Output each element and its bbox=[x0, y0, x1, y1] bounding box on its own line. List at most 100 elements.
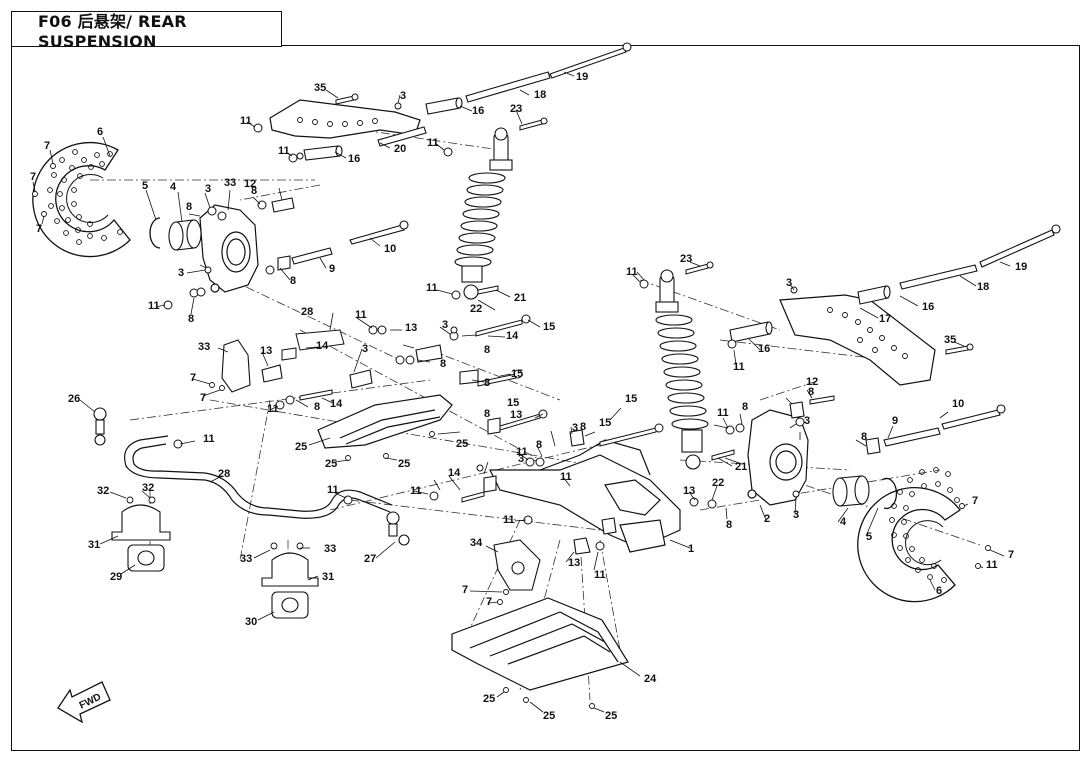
part-callout-8: 8 bbox=[536, 439, 542, 451]
part-callout-8: 8 bbox=[808, 386, 814, 398]
part-callout-19: 19 bbox=[576, 71, 588, 83]
part-callout-25: 25 bbox=[398, 458, 410, 470]
part-callout-33: 33 bbox=[324, 543, 336, 555]
part-callout-16: 16 bbox=[758, 343, 770, 355]
stabilizer-bar bbox=[124, 435, 393, 519]
part-callout-15: 15 bbox=[507, 397, 519, 409]
part-callout-22: 22 bbox=[470, 303, 482, 315]
part-callout-6: 6 bbox=[936, 585, 942, 597]
part-callout-3: 3 bbox=[793, 509, 799, 521]
part-callout-3: 3 bbox=[518, 453, 524, 465]
part-callout-27: 27 bbox=[364, 553, 376, 565]
part-callout-18: 18 bbox=[534, 89, 546, 101]
bushings bbox=[261, 97, 891, 555]
title-box: F06 后悬架/ REAR SUSPENSION bbox=[11, 11, 282, 51]
skid-plate-upper bbox=[317, 394, 453, 449]
part-callout-21: 21 bbox=[514, 292, 526, 304]
part-callout-22: 22 bbox=[712, 477, 724, 489]
part-callout-8: 8 bbox=[726, 519, 732, 531]
part-callout-3: 3 bbox=[205, 183, 211, 195]
part-callout-5: 5 bbox=[142, 180, 148, 192]
part-callout-25: 25 bbox=[605, 710, 617, 722]
circlip-right bbox=[881, 477, 898, 510]
part-callout-11: 11 bbox=[410, 485, 422, 497]
part-callout-24: 24 bbox=[644, 673, 657, 685]
part-callout-29: 29 bbox=[110, 571, 122, 583]
part-callout-33: 33 bbox=[198, 341, 210, 353]
part-callout-7: 7 bbox=[44, 140, 50, 152]
part-callout-8: 8 bbox=[742, 401, 748, 413]
wheel-bearing-right bbox=[832, 475, 870, 507]
part-callout-3: 3 bbox=[442, 319, 448, 331]
shock-absorber-left bbox=[454, 127, 513, 300]
part-callout-15: 15 bbox=[543, 321, 555, 333]
brake-disc-left bbox=[32, 141, 131, 258]
upper-arm-left bbox=[269, 99, 421, 139]
part-callout-11: 11 bbox=[503, 514, 515, 526]
part-callout-26: 26 bbox=[68, 393, 80, 405]
diagram-frame bbox=[11, 45, 1080, 751]
part-callout-9: 9 bbox=[892, 415, 898, 427]
part-callout-36: 36 bbox=[0, 0, 12, 3]
part-callout-30: 30 bbox=[245, 616, 257, 628]
part-callout-2: 2 bbox=[764, 513, 770, 525]
part-callout-33: 33 bbox=[240, 553, 252, 565]
part-callout-11: 11 bbox=[267, 403, 279, 415]
part-callout-11: 11 bbox=[148, 300, 160, 312]
part-callout-8: 8 bbox=[580, 421, 586, 433]
part-callout-7: 7 bbox=[30, 171, 36, 183]
part-callout-12: 12 bbox=[244, 178, 256, 190]
part-callout-13: 13 bbox=[568, 557, 580, 569]
part-callout-11: 11 bbox=[427, 137, 439, 149]
knuckle-right bbox=[747, 409, 809, 506]
part-callout-9: 9 bbox=[329, 263, 335, 275]
part-callout-11: 11 bbox=[626, 266, 638, 278]
part-callout-16: 16 bbox=[348, 153, 360, 165]
knuckle-left bbox=[199, 204, 259, 293]
part-callout-25: 25 bbox=[456, 438, 468, 450]
stabilizer-bracket-right bbox=[261, 552, 319, 619]
part-callout-21: 21 bbox=[735, 461, 747, 473]
part-callout-32: 32 bbox=[142, 482, 154, 494]
part-callout-25: 25 bbox=[295, 441, 307, 453]
part-callout-3: 3 bbox=[178, 267, 184, 279]
part-callout-11: 11 bbox=[717, 407, 729, 419]
part-callout-8: 8 bbox=[861, 431, 867, 443]
part-callout-28: 28 bbox=[301, 306, 313, 318]
part-callout-3: 3 bbox=[362, 343, 368, 355]
part-callout-28: 28 bbox=[218, 468, 230, 480]
part-callout-11: 11 bbox=[203, 433, 215, 445]
part-callout-25: 25 bbox=[325, 458, 337, 470]
part-callout-11: 11 bbox=[516, 446, 528, 458]
part-callout-36: 36 bbox=[0, 0, 12, 3]
part-callout-35: 35 bbox=[314, 82, 326, 94]
part-callout-3: 3 bbox=[400, 90, 406, 102]
stabilizer-bracket-left bbox=[111, 504, 171, 572]
part-callout-8: 8 bbox=[484, 377, 490, 389]
part-callout-10: 10 bbox=[384, 243, 396, 255]
part-callout-7: 7 bbox=[36, 223, 42, 235]
part-callout-11: 11 bbox=[733, 361, 745, 373]
part-callout-16: 16 bbox=[922, 301, 934, 313]
page-title: F06 后悬架/ REAR SUSPENSION bbox=[38, 11, 187, 51]
part-callout-5: 5 bbox=[866, 531, 872, 543]
part-callout-23: 23 bbox=[680, 253, 692, 265]
part-callout-8: 8 bbox=[251, 185, 257, 197]
shock-absorber-right bbox=[655, 269, 709, 470]
part-callout-7: 7 bbox=[486, 596, 492, 608]
part-callout-18: 18 bbox=[977, 281, 989, 293]
part-callout-13: 13 bbox=[510, 409, 522, 421]
part-callout-3: 3 bbox=[572, 422, 578, 434]
part-callout-7: 7 bbox=[190, 372, 196, 384]
part-callout-7: 7 bbox=[1008, 549, 1014, 561]
part-callout-11: 11 bbox=[594, 569, 606, 581]
part-callout-3: 3 bbox=[786, 277, 792, 289]
part-callout-7: 7 bbox=[462, 584, 468, 596]
upper-arm-right bbox=[779, 294, 936, 386]
part-callout-11: 11 bbox=[560, 471, 572, 483]
part-callout-14: 14 bbox=[448, 467, 461, 479]
part-callout-25: 25 bbox=[543, 710, 555, 722]
part-callout-33: 33 bbox=[224, 177, 236, 189]
